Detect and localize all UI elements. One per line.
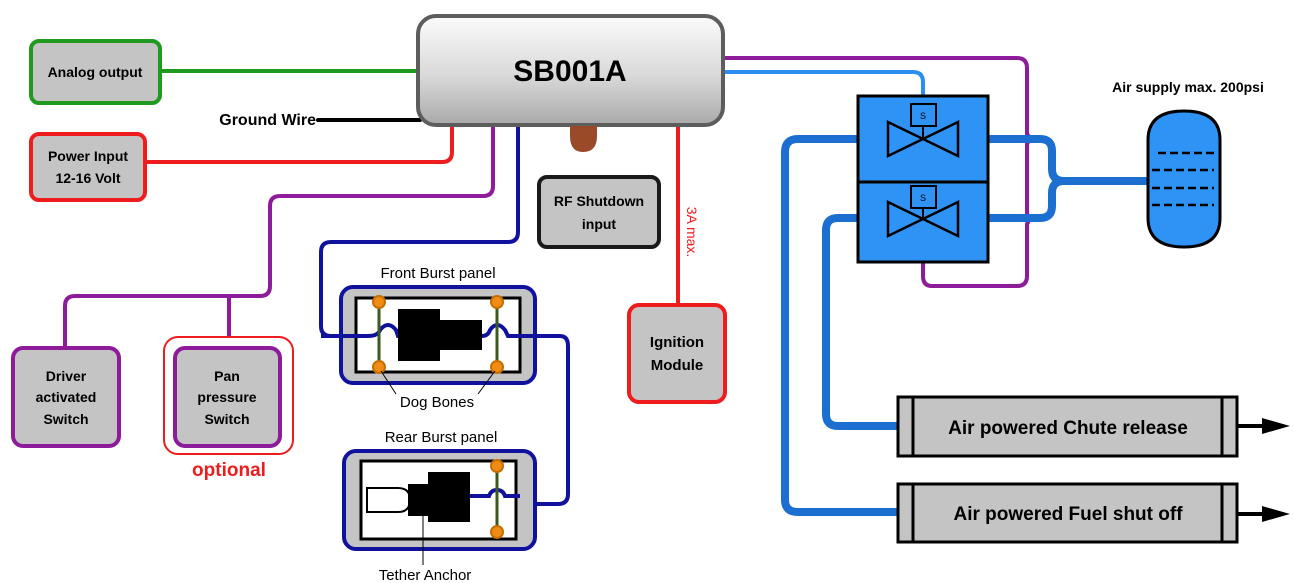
- controller-box: SB001A: [416, 14, 725, 127]
- air-line-fuel: [781, 135, 902, 516]
- dog-bone-bolt: [490, 525, 504, 539]
- ignition-line1: Ignition: [650, 334, 704, 351]
- switch-wire: [63, 123, 495, 350]
- solenoid-valve-top: S: [856, 94, 990, 184]
- solenoid-label: S: [920, 111, 926, 121]
- pan-switch-line2: pressure: [197, 389, 256, 405]
- dog-bone-bolt: [490, 295, 504, 309]
- front-burst-label: Front Burst panel: [380, 265, 495, 282]
- rear-mechanism-body: [428, 472, 470, 522]
- dog-bone-bolt: [372, 360, 386, 374]
- rf-plug: [570, 126, 597, 152]
- driver-switch-box: Driver activated Switch: [11, 346, 121, 448]
- dog-bone-bolt: [372, 295, 386, 309]
- fuel-shutoff-actuator: Air powered Fuel shut off: [896, 482, 1290, 544]
- power-input-line2: 12-16 Volt: [55, 170, 120, 186]
- fuel-arrow-icon: [1262, 506, 1290, 522]
- chute-arrow-icon: [1262, 418, 1290, 434]
- power-wire: [143, 123, 454, 164]
- chute-release-label: Air powered Chute release: [948, 418, 1188, 439]
- air-line-chute: [822, 214, 902, 430]
- power-input-line1: Power Input: [48, 148, 128, 164]
- chute-release-actuator: Air powered Chute release: [896, 395, 1290, 458]
- dog-bones-callout: Dog Bones: [380, 370, 496, 411]
- rear-burst-panel: [342, 449, 537, 551]
- rf-shutdown-line2: input: [582, 216, 617, 232]
- ignition-current-label: 3A max.: [684, 207, 700, 258]
- rear-burst-label: Rear Burst panel: [385, 429, 498, 446]
- rf-shutdown-box: RF Shutdown input: [537, 175, 661, 249]
- air-supply-label: Air supply max. 200psi: [1112, 79, 1264, 95]
- ground-wire-label: Ground Wire: [219, 112, 316, 129]
- driver-switch-line3: Switch: [43, 411, 88, 427]
- driver-switch-line2: activated: [36, 389, 97, 405]
- ignition-module-box: Ignition Module: [627, 303, 727, 404]
- analog-output-label: Analog output: [48, 64, 143, 80]
- pan-switch-line3: Switch: [204, 411, 249, 427]
- solenoid-label: S: [920, 193, 926, 203]
- air-tank: [1146, 109, 1222, 249]
- driver-switch-line1: Driver: [46, 368, 87, 384]
- air-line-supply: [984, 135, 1152, 222]
- fuel-shutoff-label: Air powered Fuel shut off: [953, 504, 1183, 525]
- front-burst-panel: [321, 285, 560, 385]
- controller-label: SB001A: [513, 55, 626, 88]
- ignition-line2: Module: [651, 357, 704, 374]
- front-mechanism-pin: [436, 320, 482, 350]
- front-mechanism-block: [398, 309, 440, 361]
- tether-anchor-label: Tether Anchor: [379, 567, 472, 583]
- optional-label: optional: [192, 460, 266, 481]
- analog-output-box: Analog output: [29, 39, 162, 105]
- dog-bone-bolt: [490, 459, 504, 473]
- solenoid-signal-wire: [721, 70, 925, 106]
- pan-switch-box: Pan pressure Switch: [163, 336, 294, 455]
- tether-anchor-shape: [366, 487, 412, 513]
- power-input-box: Power Input 12-16 Volt: [29, 132, 147, 202]
- dog-bone-bolt: [490, 360, 504, 374]
- pan-switch-line1: Pan: [214, 368, 240, 384]
- rf-shutdown-line1: RF Shutdown: [554, 193, 644, 209]
- dog-bones-label: Dog Bones: [400, 394, 474, 411]
- solenoid-valve-bottom: S: [856, 180, 990, 264]
